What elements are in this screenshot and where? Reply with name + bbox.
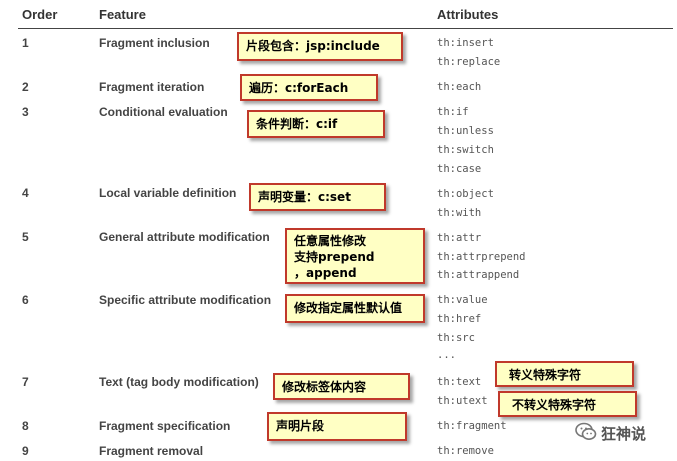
note-conditional: 条件判断：c:if	[247, 110, 385, 138]
note-general-attribute-line-3: ，append	[294, 266, 357, 280]
note-no-escape: 不转义特殊字符	[498, 391, 637, 417]
row-8-feature: Fragment specification	[99, 419, 231, 433]
row-6-attr-3: th:src	[437, 332, 475, 344]
note-fragment-iteration: 遍历：c:forEach	[240, 74, 378, 101]
row-3-attr-1: th:if	[437, 106, 469, 118]
row-1-attr-1: th:insert	[437, 37, 494, 49]
row-9-order: 9	[22, 444, 29, 458]
wechat-icon	[575, 422, 597, 440]
row-7-attr-1: th:text	[437, 376, 482, 388]
row-7-order: 7	[22, 375, 29, 389]
header-feature: Feature	[99, 7, 146, 22]
row-7-attr-2: th:utext	[437, 395, 488, 407]
note-escape: 转义特殊字符	[495, 361, 634, 387]
row-4-attr-2: th:with	[437, 207, 482, 219]
row-3-feature: Conditional evaluation	[99, 105, 228, 119]
note-general-attribute-line-2: 支持prepend	[294, 250, 375, 264]
row-6-feature: Specific attribute modification	[99, 293, 272, 307]
row-1-attr-2: th:replace	[437, 56, 501, 68]
row-4-feature: Local variable definition	[99, 186, 237, 200]
watermark-text: 狂神说	[601, 426, 647, 443]
row-1-order: 1	[22, 36, 29, 50]
note-text-body: 修改标签体内容	[273, 373, 410, 400]
row-5-feature: General attribute modification	[99, 230, 270, 244]
row-4-order: 4	[22, 186, 29, 200]
row-1-feature: Fragment inclusion	[99, 36, 210, 50]
note-fragment-inclusion: 片段包含：jsp:include	[237, 32, 403, 61]
note-fragment-spec: 声明片段	[267, 412, 407, 441]
row-6-order: 6	[22, 293, 29, 307]
row-5-attr-3: th:attrappend	[437, 269, 520, 281]
row-3-order: 3	[22, 105, 29, 119]
row-5-attr-1: th:attr	[437, 232, 482, 244]
header-divider	[18, 28, 673, 29]
row-3-attr-4: th:case	[437, 163, 482, 175]
row-7-feature: Text (tag body modification)	[99, 375, 259, 389]
row-6-attr-4: ...	[437, 349, 456, 361]
row-6-attr-2: th:href	[437, 313, 482, 325]
row-5-order: 5	[22, 230, 29, 244]
row-5-attr-2: th:attrprepend	[437, 251, 526, 263]
note-specific-attribute: 修改指定属性默认值	[285, 294, 425, 323]
row-9-feature: Fragment removal	[99, 444, 204, 458]
note-general-attribute-line-1: 任意属性修改	[294, 234, 367, 248]
row-3-attr-3: th:switch	[437, 144, 494, 156]
row-2-attr-1: th:each	[437, 81, 482, 93]
note-local-variable: 声明变量：c:set	[249, 183, 386, 211]
header-attributes: Attributes	[437, 7, 499, 22]
row-3-attr-2: th:unless	[437, 125, 494, 137]
row-8-attr-1: th:fragment	[437, 420, 507, 432]
row-4-attr-1: th:object	[437, 188, 494, 200]
row-2-order: 2	[22, 80, 29, 94]
header-order: Order	[22, 7, 58, 22]
row-6-attr-1: th:value	[437, 294, 488, 306]
note-general-attribute: 任意属性修改 支持prepend ，append	[285, 228, 425, 284]
row-9-attr-1: th:remove	[437, 445, 494, 457]
row-2-feature: Fragment iteration	[99, 80, 205, 94]
row-8-order: 8	[22, 419, 29, 433]
